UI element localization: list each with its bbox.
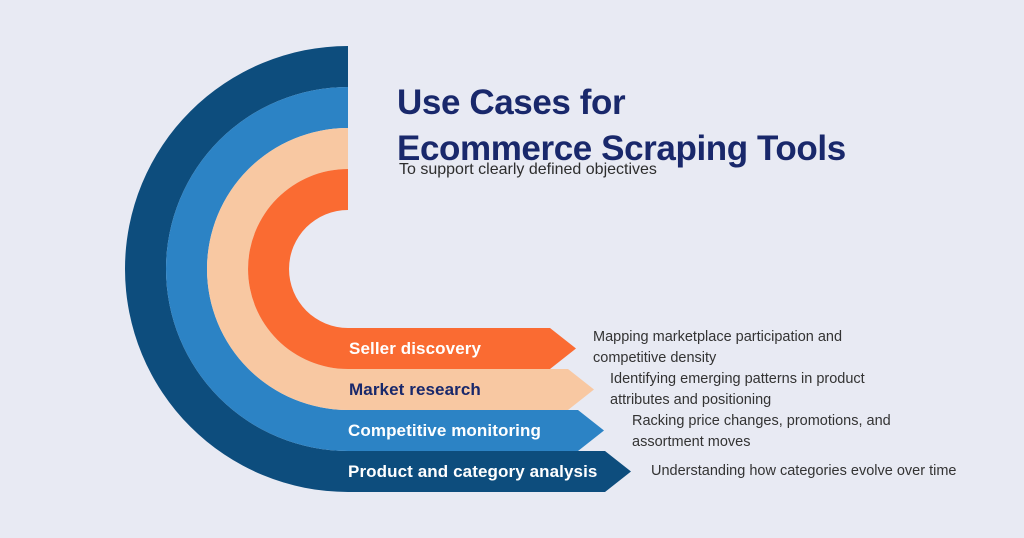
label-competitive-monitoring: Competitive monitoring bbox=[348, 420, 541, 440]
description-line: Racking price changes, promotions, and bbox=[632, 413, 891, 429]
description-product-category-analysis: Understanding how categories evolve over… bbox=[651, 461, 991, 482]
description-line: competitive density bbox=[593, 350, 717, 366]
label-market-research: Market research bbox=[349, 379, 481, 399]
label-product-category-analysis: Product and category analysis bbox=[348, 461, 598, 481]
band-seller-discovery bbox=[248, 169, 576, 369]
description-line: Mapping marketplace participation and bbox=[593, 329, 843, 345]
label-seller-discovery: Seller discovery bbox=[349, 338, 482, 358]
description-competitive-monitoring: Racking price changes, promotions, and a… bbox=[632, 411, 908, 453]
band-competitive-monitoring bbox=[166, 87, 604, 451]
page-subtitle: To support clearly defined objectives bbox=[399, 161, 657, 178]
description-line: assortment moves bbox=[632, 434, 751, 450]
page-title: Use Cases for Ecommerce Scraping Tools bbox=[397, 80, 846, 172]
band-market-research bbox=[207, 128, 594, 410]
description-line: attributes and positioning bbox=[610, 392, 772, 408]
page-title-line2: Ecommerce Scraping Tools bbox=[397, 129, 846, 169]
page-title-line1: Use Cases for bbox=[397, 83, 626, 123]
description-market-research: Identifying emerging patterns in product… bbox=[610, 369, 892, 411]
description-line: Understanding how categories evolve over… bbox=[651, 463, 957, 479]
description-line: Identifying emerging patterns in product bbox=[610, 371, 865, 387]
description-seller-discovery: Mapping marketplace participation and co… bbox=[593, 327, 865, 369]
